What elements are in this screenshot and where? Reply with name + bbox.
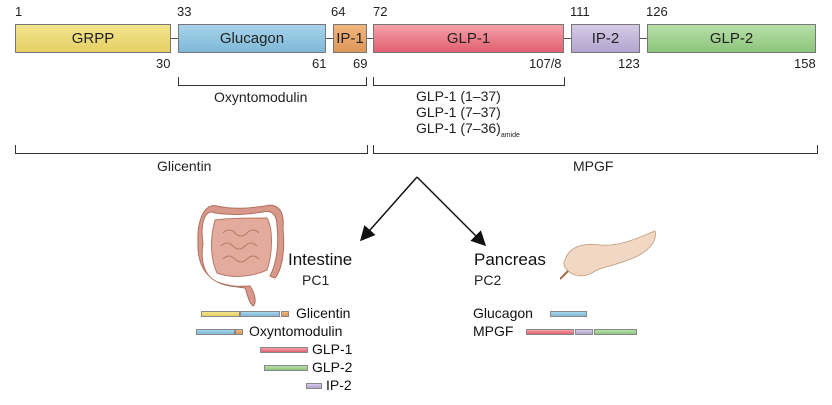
segment-label: IP-2 — [591, 30, 620, 47]
oxyntomodulin-bracket — [178, 77, 367, 86]
product-bar-glp1 — [526, 329, 574, 335]
pos-label: 64 — [331, 4, 346, 19]
arrow-to-intestine — [360, 176, 418, 242]
pos-label: 111 — [570, 4, 590, 19]
segment-glucagon: Glucagon — [178, 24, 326, 53]
linker — [326, 38, 333, 39]
pos-label: 158 — [794, 56, 816, 71]
glicentin-bracket — [15, 145, 368, 154]
segment-label: GRPP — [71, 30, 115, 47]
mpgf-bracket — [373, 145, 818, 154]
glp1-bracket — [373, 77, 565, 86]
pos-label: 72 — [373, 4, 388, 19]
pancreas-icon — [560, 230, 656, 280]
segment-grpp: GRPP — [15, 24, 171, 53]
pos-label: 61 — [312, 56, 327, 71]
product-bar-glp2 — [594, 329, 637, 335]
pos-label: 69 — [353, 56, 368, 71]
segment-ip2: IP-2 — [571, 24, 640, 53]
linker — [367, 38, 373, 39]
product-label: Glicentin — [296, 305, 351, 321]
segment-label: IP-1 — [336, 30, 364, 47]
product-bar-ip2 — [575, 329, 593, 335]
glp1-form-label: GLP-1 (7–36)amide — [416, 120, 520, 139]
amide-subscript: amide — [500, 131, 520, 139]
arrow-to-pancreas — [416, 176, 487, 247]
linker — [564, 38, 571, 39]
product-bar-glp1 — [260, 347, 308, 353]
pos-label: 123 — [618, 56, 640, 71]
product-label: Glucagon — [473, 305, 533, 321]
product-bar-ip1 — [235, 329, 243, 335]
pos-label: 107/8 — [529, 56, 562, 71]
pos-label: 33 — [177, 4, 192, 19]
segment-label: GLP-2 — [709, 30, 754, 47]
segment-label: Glucagon — [219, 30, 285, 47]
intestine-enzyme: PC1 — [302, 272, 330, 288]
pos-label: 126 — [646, 4, 668, 19]
glicentin-label: Glicentin — [157, 158, 212, 174]
pancreas-title: Pancreas — [474, 250, 546, 269]
intestine-icon — [197, 204, 285, 307]
mpgf-label: MPGF — [573, 158, 614, 174]
segment-ip1: IP-1 — [333, 24, 367, 53]
segment-glp2: GLP-2 — [647, 24, 816, 53]
segment-glp1: GLP-1 — [373, 24, 564, 53]
intestine-title: Intestine — [288, 250, 353, 269]
product-bar-grpp — [201, 311, 240, 317]
product-bar-glp2 — [264, 365, 308, 371]
product-bar-glucagon — [240, 311, 280, 317]
product-label: GLP-2 — [312, 359, 353, 375]
pos-label: 1 — [15, 4, 23, 19]
product-bar-glucagon — [196, 329, 235, 335]
product-label: MPGF — [473, 323, 514, 339]
segment-label: GLP-1 — [446, 30, 491, 47]
glp1-form-text: GLP-1 (7–36) — [416, 120, 501, 136]
product-label: Oxyntomodulin — [249, 323, 343, 339]
linker — [640, 38, 647, 39]
linker — [171, 38, 178, 39]
product-label: GLP-1 — [312, 341, 353, 357]
pos-label: 30 — [156, 56, 171, 71]
pancreas-enzyme: PC2 — [474, 272, 502, 288]
glp1-form-label: GLP-1 (1–37) — [416, 88, 501, 104]
product-bar-ip2 — [306, 383, 322, 389]
product-label: IP-2 — [326, 377, 352, 393]
product-bar-ip1 — [281, 311, 289, 317]
glp1-form-label: GLP-1 (7–37) — [416, 104, 501, 120]
oxyntomodulin-label: Oxyntomodulin — [214, 89, 308, 105]
product-bar-glucagon — [550, 311, 587, 317]
